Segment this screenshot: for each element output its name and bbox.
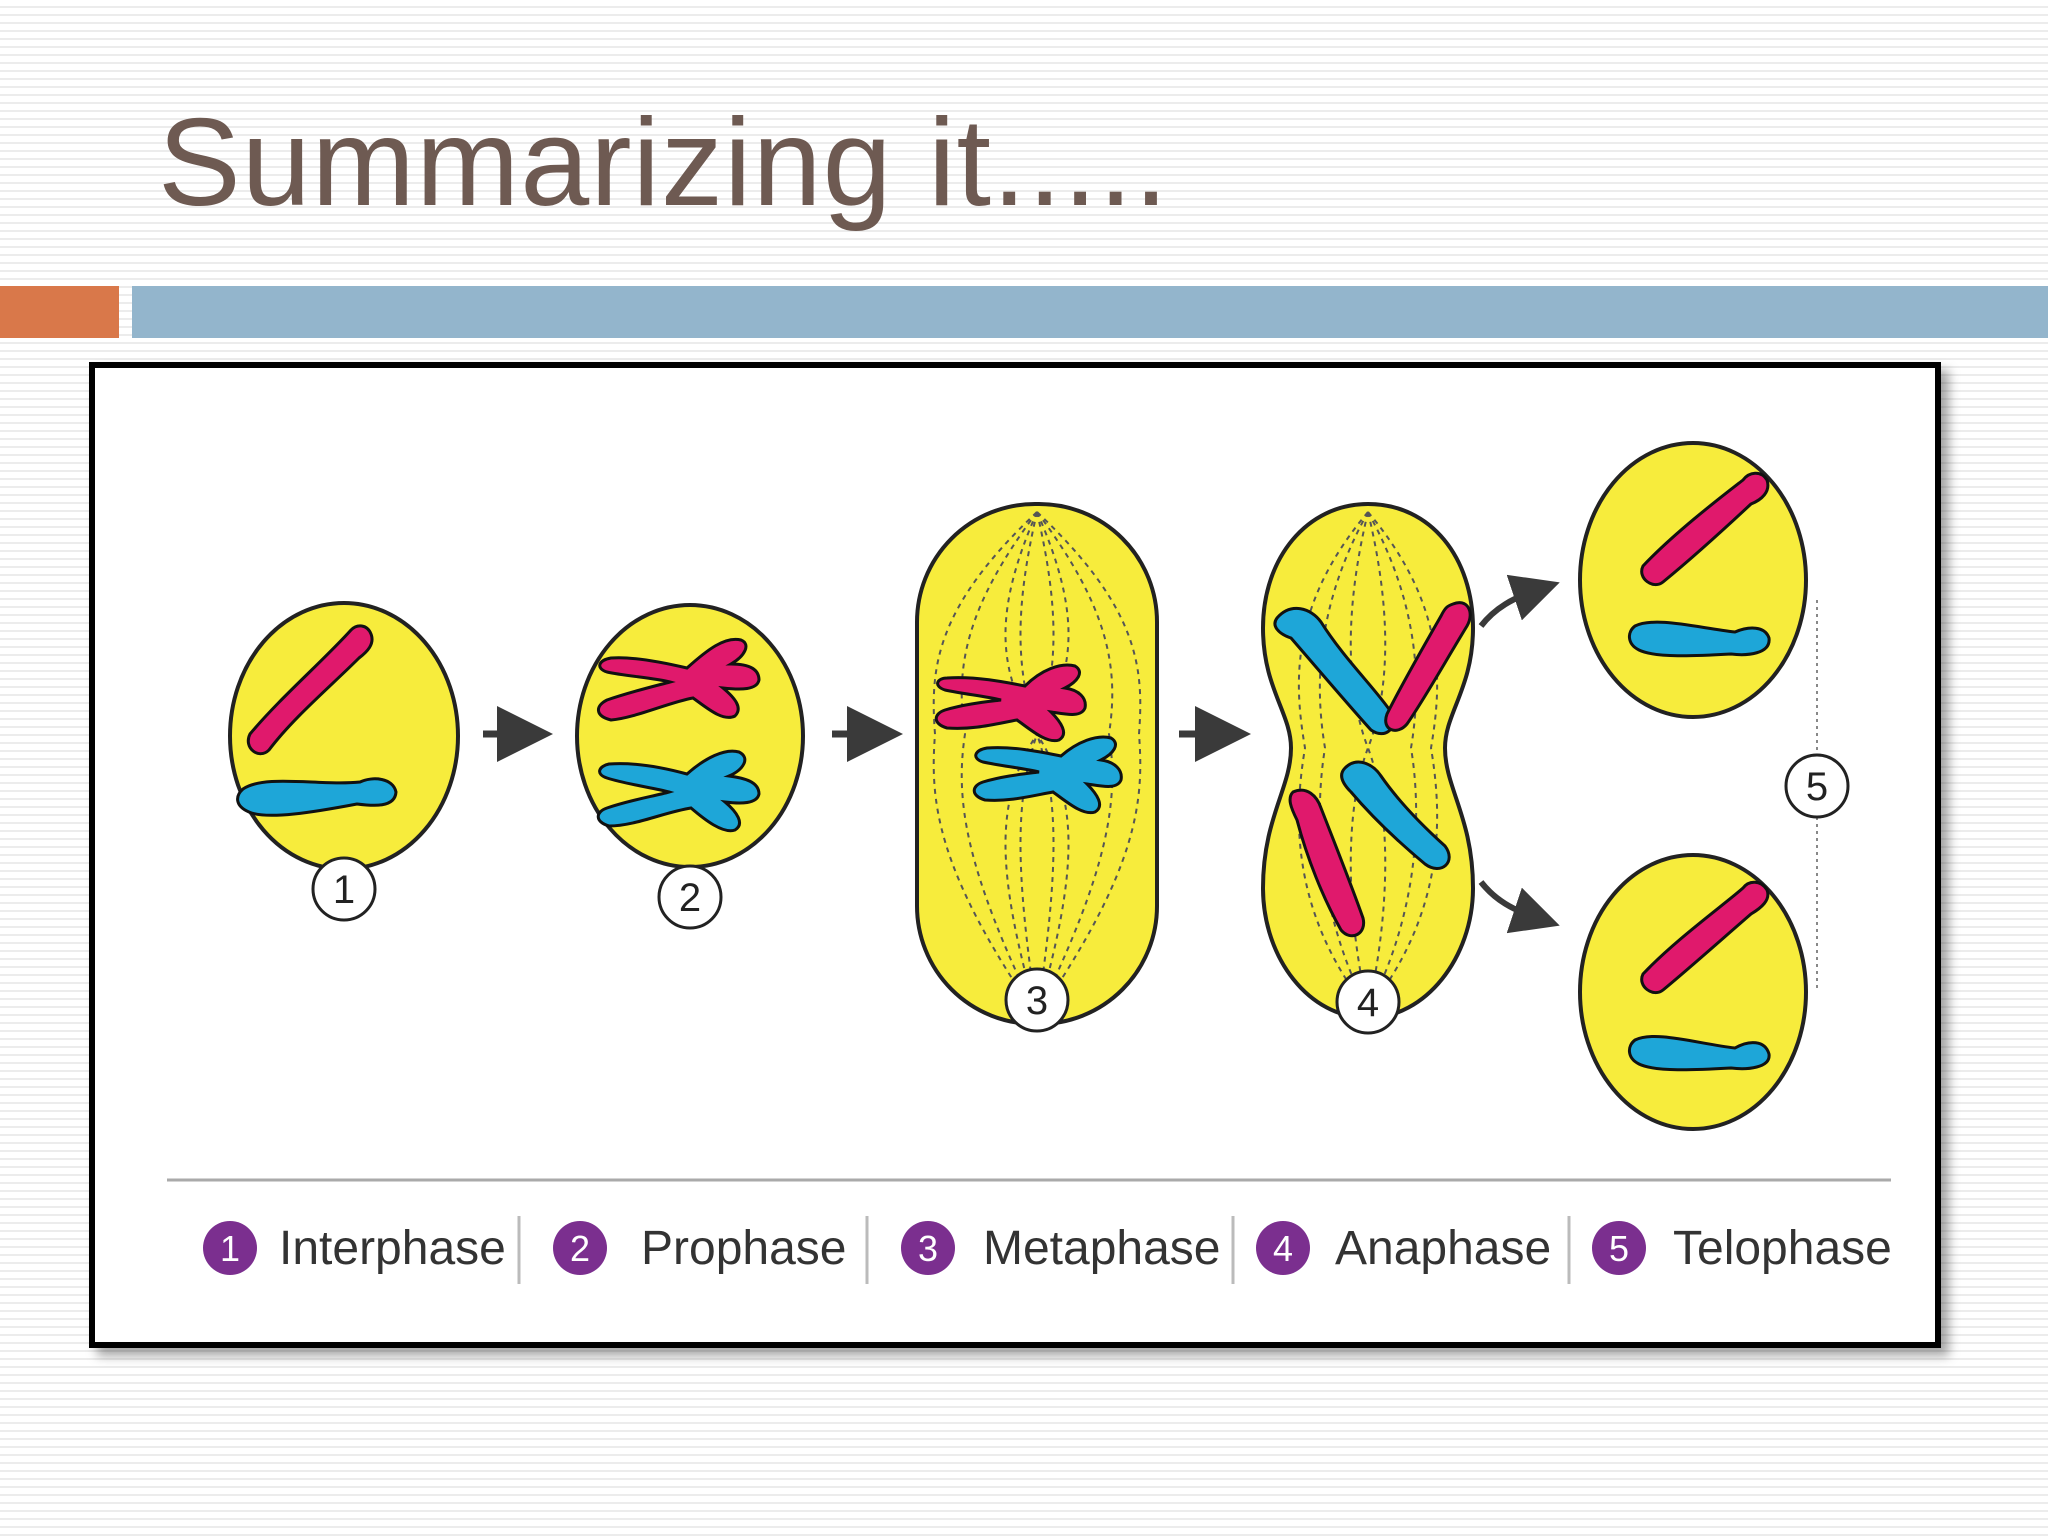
step-number-badge: 4: [1337, 971, 1399, 1033]
arrow-up-right-icon: [1481, 590, 1537, 626]
chromosome-blue: [1629, 622, 1769, 656]
cell-anaphase: [1263, 504, 1473, 1018]
legend-number: 4: [1273, 1228, 1293, 1269]
legend-number: 2: [570, 1228, 590, 1269]
legend-number: 3: [918, 1228, 938, 1269]
legend-label: Prophase: [641, 1222, 846, 1275]
step-number-badge: 3: [1006, 969, 1068, 1031]
legend-number: 1: [220, 1228, 240, 1269]
step-number: 1: [333, 868, 355, 912]
legend-item-prophase: 2 Prophase: [553, 1221, 846, 1275]
legend-number: 5: [1609, 1228, 1629, 1269]
legend-label: Metaphase: [983, 1222, 1221, 1275]
accent-bar-orange: [0, 286, 119, 338]
step-number-badge: 1: [313, 858, 375, 920]
cell-metaphase: [917, 504, 1157, 1024]
legend-item-interphase: 1 Interphase: [203, 1221, 506, 1275]
mitosis-diagram-frame: 1 2: [89, 362, 1941, 1348]
legend-label: Telophase: [1673, 1222, 1892, 1275]
cell-prophase: [577, 605, 803, 867]
legend-label: Anaphase: [1335, 1222, 1551, 1275]
arrow-down-right-icon: [1481, 882, 1537, 918]
chromosome-blue: [1629, 1036, 1769, 1069]
step-number: 5: [1806, 765, 1828, 809]
cell-telophase-top: [1580, 443, 1806, 717]
legend: 1 Interphase 2 Prophase 3 Metaphase 4 An…: [203, 1216, 1892, 1284]
cell-interphase: [230, 603, 458, 869]
step-number-badge: 5: [1786, 755, 1848, 817]
legend-item-anaphase: 4 Anaphase: [1256, 1221, 1551, 1275]
step-number: 3: [1026, 979, 1048, 1023]
legend-item-metaphase: 3 Metaphase: [901, 1221, 1221, 1275]
slide-title: Summarizing it.....: [158, 92, 1169, 234]
mitosis-diagram: 1 2: [95, 368, 1935, 1342]
legend-item-telophase: 5 Telophase: [1592, 1221, 1892, 1275]
step-number: 4: [1357, 981, 1379, 1025]
legend-label: Interphase: [279, 1222, 506, 1275]
step-number: 2: [679, 876, 701, 920]
cell-telophase-bottom: [1580, 855, 1806, 1129]
step-number-badge: 2: [659, 866, 721, 928]
accent-bar-blue: [132, 286, 2048, 338]
